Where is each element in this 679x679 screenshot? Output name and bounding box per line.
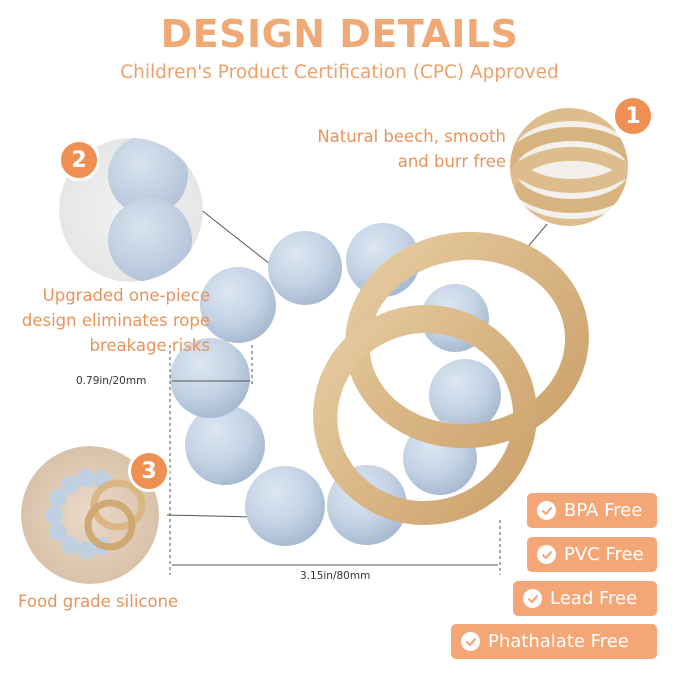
inset-bead-closeup <box>59 138 203 282</box>
check-icon <box>537 545 556 564</box>
callout-number-2: 2 <box>58 139 100 181</box>
page-title: DESIGN DETAILS <box>160 12 519 56</box>
badge-phthalate-free: Phathalate Free <box>451 624 657 659</box>
inset-product-photo <box>21 446 159 584</box>
badge-lead-free: Lead Free <box>513 581 657 616</box>
check-icon <box>461 632 480 651</box>
dimension-lines <box>169 345 501 575</box>
callout-number-1: 1 <box>612 95 654 137</box>
callout-text-design: Upgraded one-piece design eliminates rop… <box>21 286 210 355</box>
page-subtitle: Children's Product Certification (CPC) A… <box>120 62 559 83</box>
callout-text-wood: Natural beech, smooth and burr free <box>317 127 506 171</box>
check-icon <box>537 501 556 520</box>
badge-label: Phathalate Free <box>488 631 629 652</box>
badge-label: BPA Free <box>564 500 643 521</box>
dimension-bead-label: 0.79in/20mm <box>76 375 147 387</box>
badge-label: PVC Free <box>564 544 644 565</box>
callout-number-3: 3 <box>128 450 170 492</box>
check-icon <box>523 589 542 608</box>
callout-text-silicone: Food grade silicone <box>18 592 179 611</box>
inset-wooden-rings <box>509 107 629 227</box>
badge-label: Lead Free <box>550 588 638 609</box>
dimension-ring-label: 3.15in/80mm <box>300 570 371 582</box>
badge-pvc-free: PVC Free <box>527 537 657 572</box>
badge-bpa-free: BPA Free <box>527 493 657 528</box>
